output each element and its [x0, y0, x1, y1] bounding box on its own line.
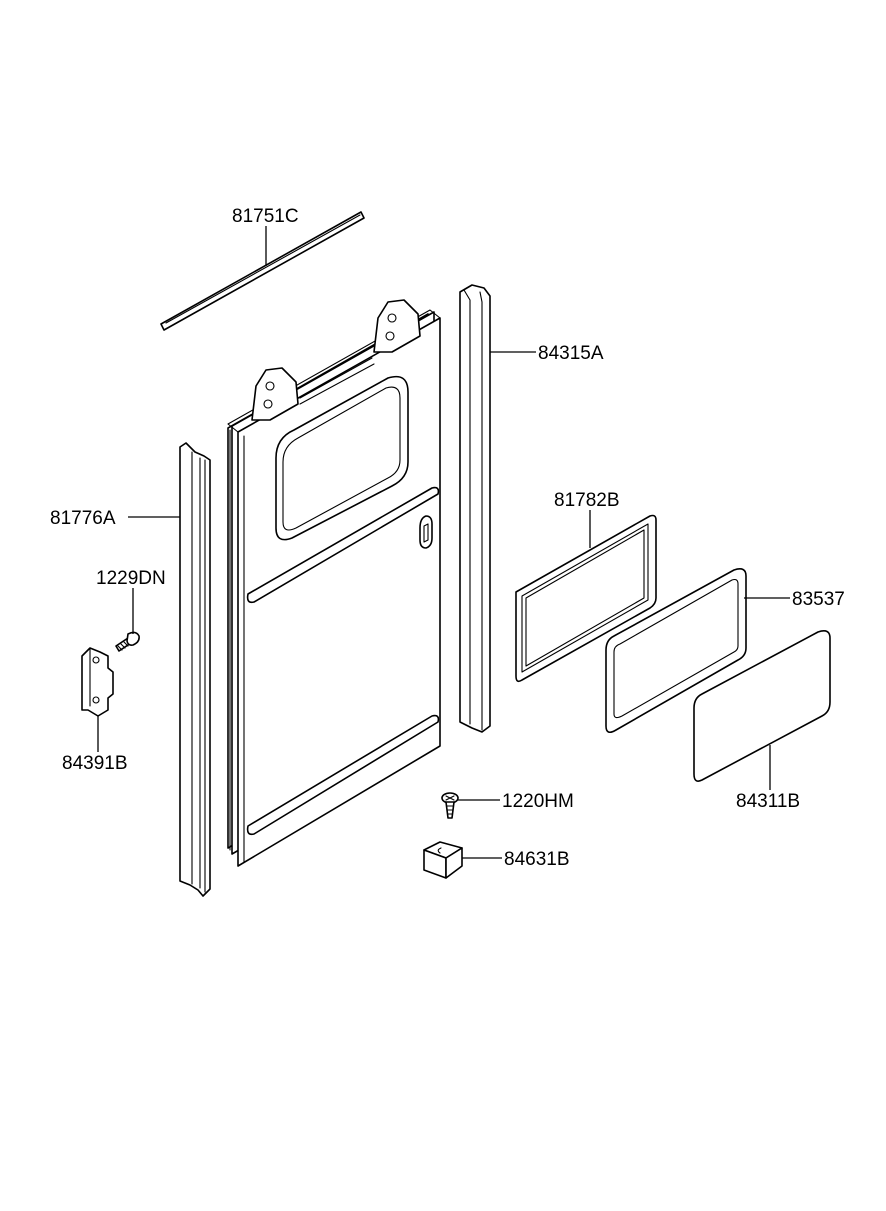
hinge-right	[373, 299, 421, 353]
door-window-opening	[275, 375, 409, 541]
label-84315A: 84315A	[538, 343, 604, 364]
label-81782B: 81782B	[554, 490, 620, 511]
door-rib-2	[246, 714, 440, 836]
label-1229DN: 1229DN	[96, 568, 166, 589]
door-panel	[227, 299, 441, 867]
leader-lines	[97, 226, 790, 859]
label-81751C: 81751C	[232, 206, 299, 227]
label-1220HM: 1220HM	[502, 791, 574, 812]
window-frame-81782B	[515, 514, 657, 683]
screw-1220HM	[441, 792, 459, 819]
left-channel-81776A	[179, 442, 211, 897]
door-handle-slot	[419, 515, 433, 549]
top-rail-strip-81751C	[160, 211, 365, 331]
label-84631B: 84631B	[504, 849, 570, 870]
label-84391B: 84391B	[62, 753, 128, 774]
gasket-83537	[605, 568, 747, 734]
hinge-left	[251, 367, 299, 421]
label-81776A: 81776A	[50, 508, 116, 529]
glass-84311B	[693, 630, 831, 782]
screw-1229DN	[115, 631, 140, 652]
label-83537: 83537	[792, 589, 845, 610]
block-84631B	[423, 841, 463, 879]
door-rib-1	[246, 486, 440, 604]
label-84311B: 84311B	[736, 791, 800, 812]
bracket-84391B	[81, 647, 114, 717]
right-channel-84315A	[459, 284, 491, 733]
